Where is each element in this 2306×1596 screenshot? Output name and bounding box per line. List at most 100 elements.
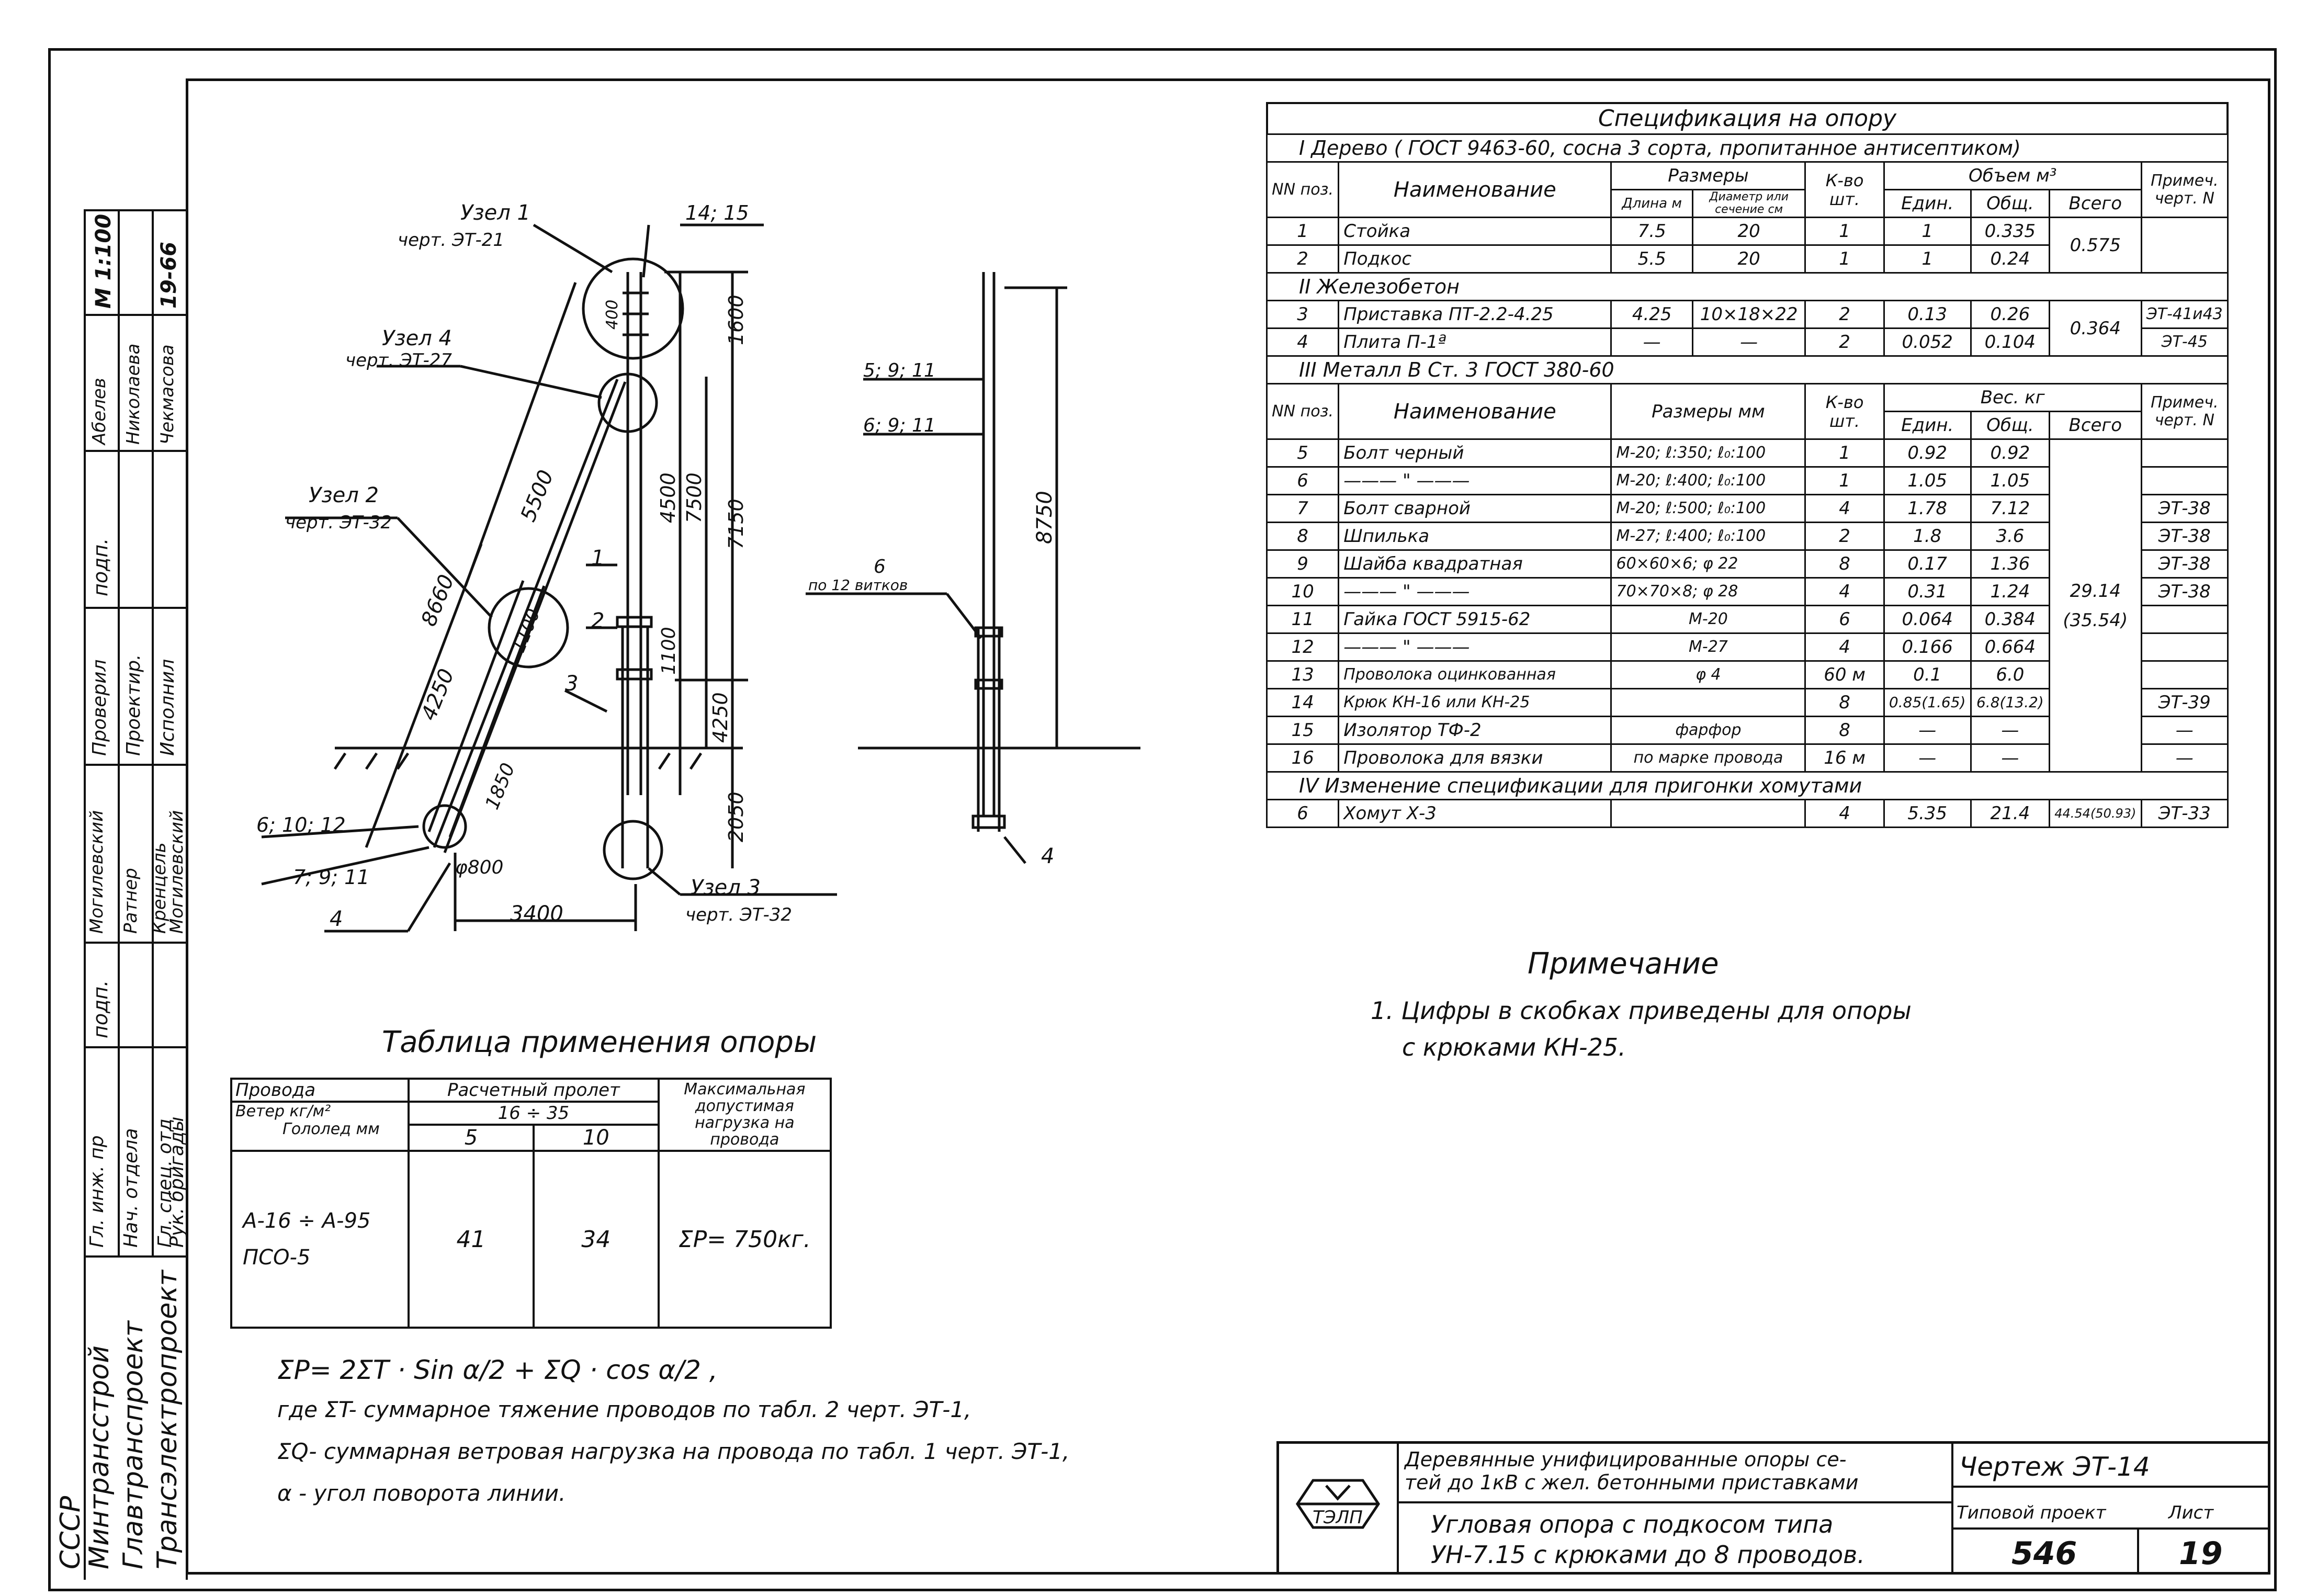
table-row: 11 Гайка ГОСТ 5915-62 М-20 6 0.064 0.384	[1265, 605, 2229, 634]
dim-1100-strut: 1100	[508, 606, 545, 655]
table-row: 13 Проволока оцинкованная φ 4 60 м 0.1 6…	[1265, 660, 2229, 689]
dim-1100: 1100	[658, 627, 680, 675]
table-row: 12 ——— " ——— М-27 4 0.166 0.664	[1265, 632, 2229, 662]
title-desc: Деревянные унифицированные опоры се-тей …	[1405, 1448, 1859, 1494]
spec-h-unit: Един.	[1883, 189, 1972, 218]
sidebar-line	[84, 607, 186, 609]
label-14-15: 14; 15	[685, 201, 749, 224]
app-h-wires: Провода	[230, 1078, 410, 1103]
app-h-span: Расчетный пролет	[408, 1078, 660, 1103]
application-title: Таблица применения опоры	[382, 1025, 817, 1059]
spec-section-wood: I Дерево ( ГОСТ 9463-60, сосна 3 сорта, …	[1266, 133, 2229, 163]
sidebar-line	[84, 1046, 186, 1048]
metal-h-all: Всего	[2049, 411, 2142, 440]
pos-2-label: 2	[591, 609, 604, 633]
formula-line-4: α - угол поворота линии.	[277, 1480, 566, 1506]
dim-4500: 4500	[657, 472, 680, 523]
outer-frame	[48, 48, 2277, 1591]
node3-label: Узел 3	[691, 876, 761, 900]
node1-ref: черт. ЭТ-21	[398, 230, 504, 251]
node3-ref: черт. ЭТ-32	[685, 904, 792, 925]
table-row: 1 Стойка 7.5 20 1 1 0.335 0.575	[1265, 217, 2229, 274]
dim-5500: 5500	[516, 467, 559, 525]
label-6-10-12: 6; 10; 12	[256, 813, 346, 836]
tep-logo-icon: ТЭЛП	[1287, 1475, 1389, 1533]
app-h-load: Максимальная допустимая нагрузка на пров…	[657, 1078, 832, 1152]
app-val-b: 34	[532, 1150, 660, 1329]
spec-h-name: Наименование	[1338, 161, 1612, 218]
app-span-b: 10	[532, 1124, 660, 1152]
formula-line-2: где ΣT- суммарное тяжение проводов по та…	[277, 1397, 971, 1422]
note-title: Примечание	[1528, 947, 1719, 981]
label-4-left: 4	[330, 907, 343, 931]
spec-title: Спецификация на опору	[1266, 102, 2229, 133]
table-row: 14 Крюк КН-16 или КН-25 8 0.85(1.65) 6.8…	[1265, 688, 2229, 717]
sidebar-line	[84, 942, 186, 944]
logo-text: ТЭЛП	[1313, 1507, 1363, 1528]
table-row: 6 ——— " ——— М-20; ℓ:400; ℓ₀:100 1 1.05 1…	[1265, 466, 2229, 495]
list-label: Лист	[2168, 1502, 2214, 1523]
formula-line-1: ΣP= 2ΣT · Sin α/2 + ΣQ · cos α/2 ,	[277, 1355, 718, 1385]
spec-h-total: Общ.	[1970, 189, 2051, 218]
sidebar-line	[84, 764, 186, 766]
concrete-volume-total: 0.364	[2049, 300, 2142, 357]
spec-h-length: Длина м	[1610, 189, 1693, 218]
dim-4250: 4250	[709, 692, 732, 743]
spec-h-note: Примеч. черт. N	[2140, 161, 2229, 218]
spec-h-volume: Объем м³	[1883, 161, 2142, 190]
metal-weight-total: 29.14(35.54)	[2049, 438, 2142, 773]
dim-3400: 3400	[510, 902, 563, 926]
formula-line-3: ΣQ- суммарная ветровая нагрузка на прово…	[277, 1439, 1070, 1464]
table-row: 7 Болт сварной М-20; ℓ:500; ℓ₀:100 4 1.7…	[1265, 494, 2229, 523]
metal-h-pos: NN поз.	[1265, 383, 1340, 440]
note-line-1: 1. Цифры в скобках приведены для опоры	[1371, 997, 1912, 1025]
node2-ref: черт. ЭТ-32	[285, 512, 392, 533]
spec-h-sizes: Размеры	[1610, 161, 1806, 190]
type-project-label: Типовой проект	[1957, 1502, 2106, 1523]
spec-h-all: Всего	[2049, 189, 2142, 218]
table-row: 4 Плита П-1ª — — 2 0.052 0.104 ЭТ-45	[1265, 327, 2229, 357]
project-number: 546	[2011, 1535, 2077, 1572]
spec-h-pos: NN поз.	[1265, 161, 1340, 218]
sidebar-line	[84, 209, 186, 211]
table-row: 16 Проволока для вязки по марке провода …	[1265, 743, 2229, 773]
metal-h-total: Общ.	[1970, 411, 2051, 440]
spec-h-qty: К-во шт.	[1804, 161, 1885, 218]
pos-1-label: 1	[591, 546, 604, 570]
side-label-6-9-11: 6; 9; 11	[863, 415, 936, 436]
node4-label: Узел 4	[382, 326, 452, 350]
application-table: Провода Расчетный пролет Максимальная до…	[230, 1078, 832, 1329]
sidebar-line	[84, 450, 186, 452]
spec-section-metal: III Металл В Ст. 3 ГОСТ 380-60	[1266, 355, 2229, 384]
sidebar-line	[186, 209, 188, 1580]
spec-section-concrete: II Железобетон	[1266, 272, 2229, 301]
table-row: 2 Подкос 5.5 20 1 1 0.24	[1265, 244, 2228, 274]
side-label-6: 6	[874, 556, 886, 578]
table-row: 15 Изолятор ТФ-2 фарфор 8 — — —	[1265, 716, 2229, 745]
spec-h-diameter: Диаметр или сечение см	[1691, 189, 1806, 218]
label-7-9-11: 7; 9; 11	[293, 866, 369, 889]
metal-h-weight: Вес. кг	[1883, 383, 2142, 412]
sheet-label: Чертеж ЭТ-14	[1959, 1452, 2150, 1482]
sidebar-line	[84, 314, 186, 316]
app-span-a: 5	[408, 1124, 535, 1152]
app-load-value: ΣP= 750кг.	[657, 1150, 832, 1329]
node1-label: Узел 1	[460, 201, 530, 225]
table-row: 10 ——— " ——— 70×70×8; φ 28 4 0.31 1.24 Э…	[1265, 577, 2229, 606]
app-val-a: 41	[408, 1150, 535, 1329]
dim-800: φ800	[455, 857, 503, 878]
sidebar-line	[84, 1255, 186, 1258]
sidebar-line	[84, 209, 86, 1580]
side-label-12-turns: по 12 витков	[808, 576, 908, 594]
table-row: 6 Хомут Х-3 4 5.35 21.4 44.54(50.93) ЭТ-…	[1265, 799, 2229, 828]
sidebar-line	[118, 209, 120, 1255]
side-dim-8750: 8750	[1033, 491, 1057, 544]
dim-1850: 1850	[481, 760, 519, 812]
metal-h-unit: Един.	[1883, 411, 1972, 440]
dim-7500: 7500	[683, 472, 706, 523]
side-label-4: 4	[1041, 844, 1054, 868]
